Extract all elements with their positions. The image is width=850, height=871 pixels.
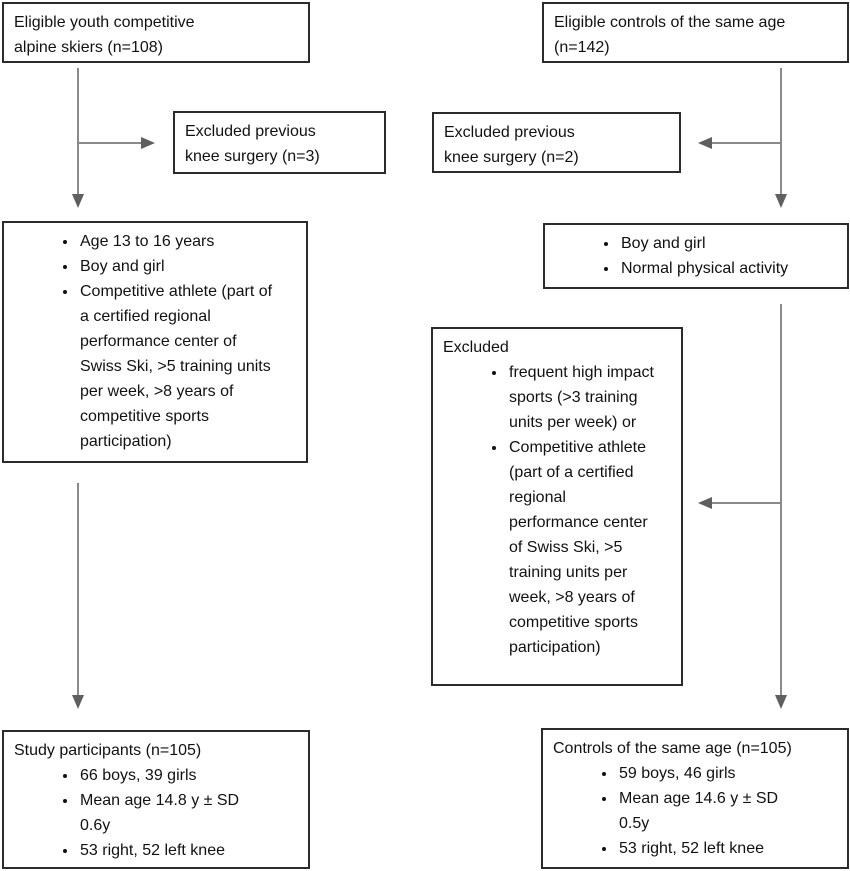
box-eligible-skiers-line2: alpine skiers (n=108) xyxy=(14,39,163,56)
box-excluded-skiers-line2: knee surgery (n=3) xyxy=(185,148,320,165)
bullet-age-range: Age 13 to 16 years xyxy=(78,229,276,254)
box-inclusion-criteria-controls: Boy and girl Normal physical activity xyxy=(543,223,849,289)
box-controls-same-age: Controls of the same age (n=105) 59 boys… xyxy=(541,728,849,869)
excluded-detail-list: frequent high impact sports (>3 training… xyxy=(443,360,671,660)
box-inclusion-criteria-skiers: Age 13 to 16 years Boy and girl Competit… xyxy=(2,221,308,463)
bullet-mean-age-controls: Mean age 14.6 y ± SD 0.5y xyxy=(617,786,791,836)
box-excluded-controls: Excluded previous knee surgery (n=2) xyxy=(432,112,681,173)
box-excluded-controls-line2: knee surgery (n=2) xyxy=(444,149,579,166)
box-excluded-skiers: Excluded previous knee surgery (n=3) xyxy=(173,111,386,174)
bullet-high-impact-sports: frequent high impact sports (>3 training… xyxy=(507,360,655,435)
bullet-boy-and-girl: Boy and girl xyxy=(78,254,276,279)
box-eligible-skiers-line1: Eligible youth competitive xyxy=(14,14,195,31)
inclusion-criteria-skiers-list: Age 13 to 16 years Boy and girl Competit… xyxy=(14,229,296,454)
controls-same-age-list: 59 boys, 46 girls Mean age 14.6 y ± SD 0… xyxy=(553,761,837,861)
study-participants-list: 66 boys, 39 girls Mean age 14.8 y ± SD 0… xyxy=(14,763,298,863)
bullet-competitive-athlete-excl: Competitive athlete (part of a certified… xyxy=(507,435,655,660)
controls-same-age-title: Controls of the same age (n=105) xyxy=(553,740,792,757)
box-eligible-controls-line1: Eligible controls of the same age xyxy=(554,14,786,31)
box-eligible-controls-line2: (n=142) xyxy=(554,39,610,56)
bullet-knees-controls: 53 right, 52 left knee xyxy=(617,836,791,861)
box-eligible-controls: Eligible controls of the same age (n=142… xyxy=(542,2,849,63)
inclusion-criteria-controls-list: Boy and girl Normal physical activity xyxy=(555,231,837,281)
bullet-boys-girls-skiers: 66 boys, 39 girls xyxy=(78,763,252,788)
box-excluded-skiers-line1: Excluded previous xyxy=(185,123,316,140)
bullet-normal-activity: Normal physical activity xyxy=(619,256,837,281)
box-study-participants: Study participants (n=105) 66 boys, 39 g… xyxy=(2,730,310,869)
box-excluded-controls-detail: Excluded frequent high impact sports (>3… xyxy=(431,327,683,686)
excluded-detail-title: Excluded xyxy=(443,339,509,356)
bullet-boy-and-girl-controls: Boy and girl xyxy=(619,231,837,256)
study-participants-title: Study participants (n=105) xyxy=(14,742,202,759)
bullet-boys-girls-controls: 59 boys, 46 girls xyxy=(617,761,791,786)
bullet-knees-skiers: 53 right, 52 left knee xyxy=(78,838,252,863)
box-eligible-skiers: Eligible youth competitive alpine skiers… xyxy=(2,2,310,63)
bullet-mean-age-skiers: Mean age 14.8 y ± SD 0.6y xyxy=(78,788,252,838)
bullet-competitive-athlete: Competitive athlete (part of a certified… xyxy=(78,279,276,454)
box-excluded-controls-line1: Excluded previous xyxy=(444,124,575,141)
